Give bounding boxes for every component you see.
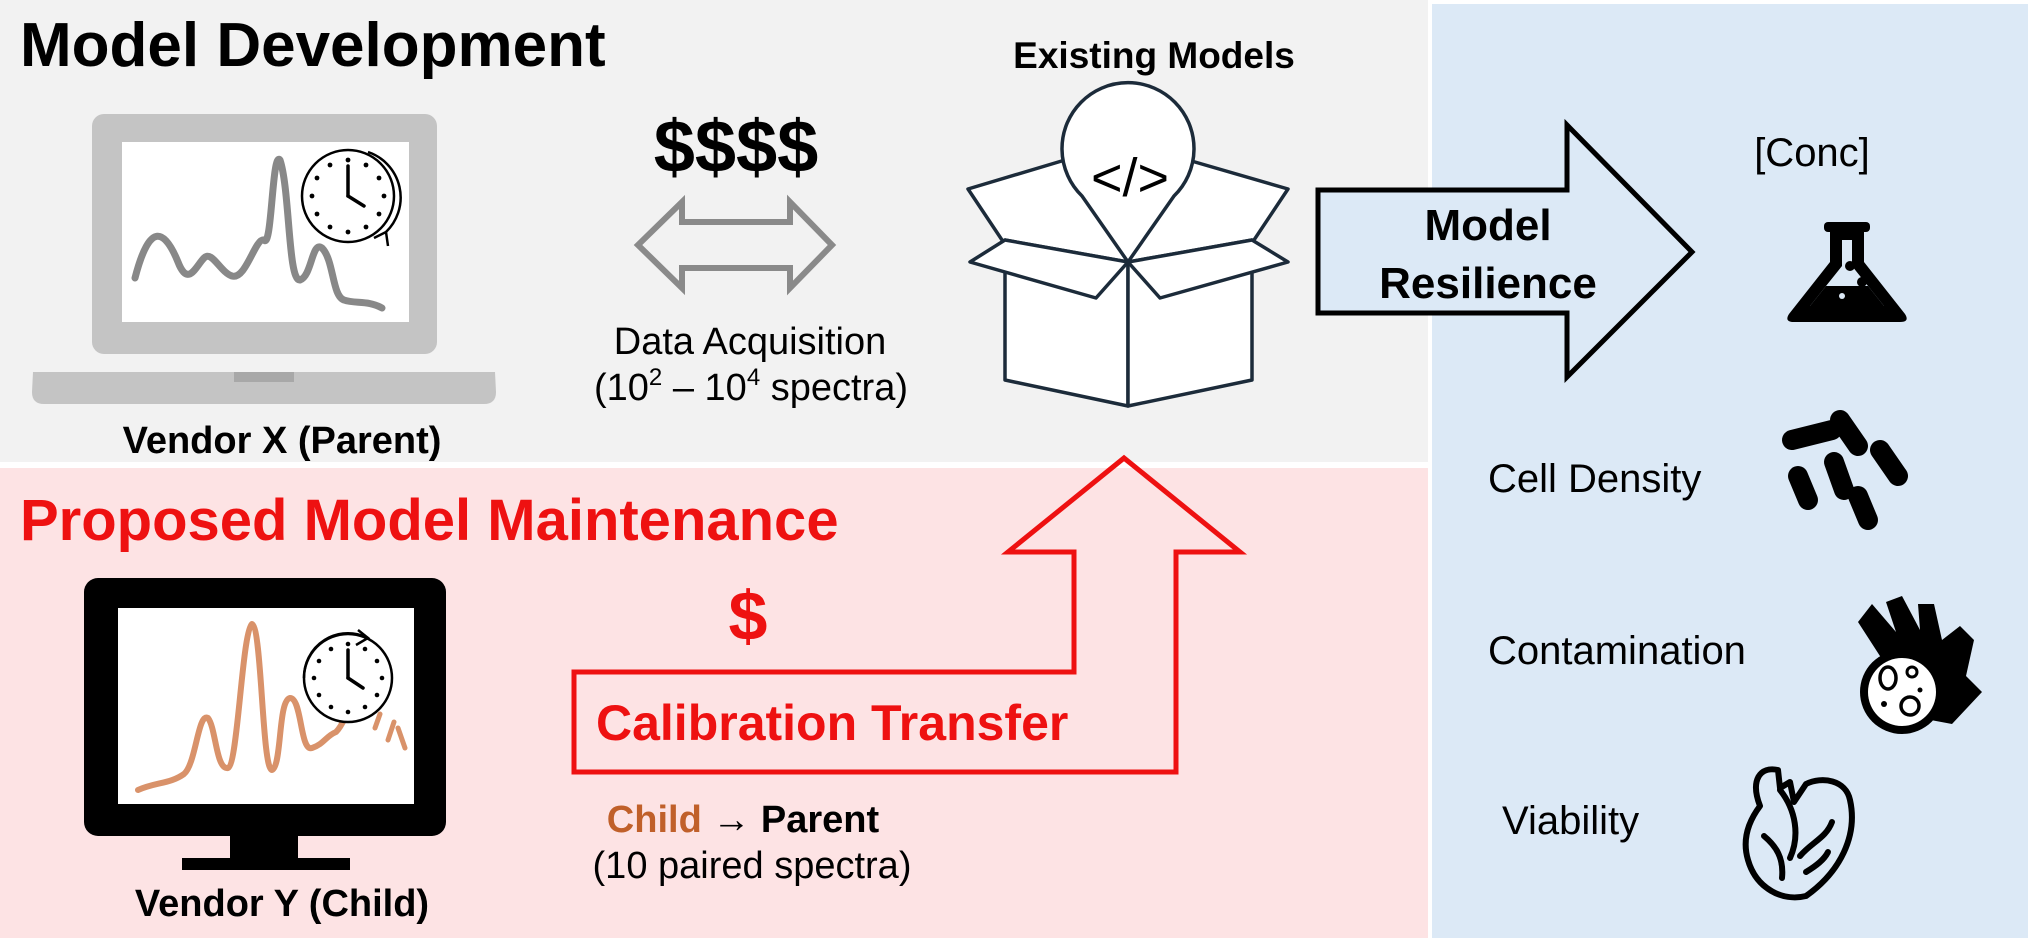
existing-models-label: Existing Models	[1013, 35, 1295, 76]
data-acquisition-label: Data Acquisition	[614, 321, 887, 363]
clock-icon	[302, 629, 394, 724]
paired-spectra-label: (10 paired spectra)	[593, 845, 912, 887]
calibration-transfer-label: Calibration Transfer	[596, 695, 1068, 751]
model-resilience-label-line2: Resilience	[1379, 259, 1597, 308]
vendor-x-label: Vendor X (Parent)	[123, 420, 442, 462]
high-cost-label: $$$$	[654, 105, 819, 188]
outputs-panel	[1432, 4, 2028, 938]
conc-label: [Conc]	[1754, 131, 1870, 175]
cell-density-label: Cell Density	[1488, 457, 1701, 501]
model-box-icon	[966, 81, 1290, 408]
low-cost-label: $	[729, 577, 768, 655]
parent-spectrum-icon	[131, 156, 386, 312]
model-resilience-label-line1: Model	[1424, 201, 1551, 250]
child-to-parent-label: Child → Parent	[607, 799, 880, 841]
heart-icon	[1742, 766, 1855, 901]
vendor-y-label: Vendor Y (Child)	[135, 883, 429, 925]
child-spectrum-icon	[135, 621, 408, 793]
spectra-count-label: (102 – 104 spectra)	[594, 364, 908, 409]
clock-icon	[300, 148, 402, 247]
model-resilience-arrow	[1315, 118, 1696, 384]
viability-label: Viability	[1502, 799, 1639, 843]
bacteria-icon	[1782, 410, 1908, 530]
calibration-transfer-arrow	[571, 454, 1248, 775]
contaminated-hand-icon	[1858, 596, 1982, 734]
double-arrow-icon	[633, 194, 837, 296]
model-development-title: Model Development	[20, 11, 606, 80]
code-symbol: </>	[1091, 148, 1169, 208]
laptop-icon	[32, 114, 496, 404]
flask-icon	[1787, 222, 1907, 322]
contamination-label: Contamination	[1488, 629, 1746, 673]
model-maintenance-title: Proposed Model Maintenance	[20, 488, 839, 553]
